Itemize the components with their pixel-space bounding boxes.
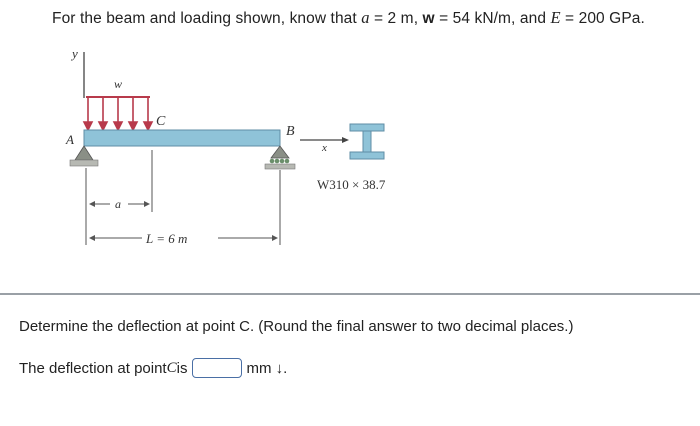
answer-point-label: C xyxy=(166,359,177,376)
x-axis-label: x xyxy=(321,142,327,154)
answer-line: The deflection at point C is mm ↓. xyxy=(19,358,287,378)
point-a-label: A xyxy=(65,132,74,147)
problem-panel: For the beam and loading shown, know tha… xyxy=(52,8,645,246)
roller-support-b xyxy=(264,145,296,170)
beam xyxy=(83,129,281,147)
dimension-a-label: a xyxy=(115,197,121,211)
dimension-l xyxy=(90,170,281,245)
point-c-label: C xyxy=(156,114,166,129)
question-text: Determine the deflection at point C. (Ro… xyxy=(19,318,574,335)
problem-statement: For the beam and loading shown, know tha… xyxy=(52,8,645,27)
load-w-label: w xyxy=(114,77,122,91)
section-designation-label: W310 × 38.7 xyxy=(317,177,386,192)
dimension-l-label: L = 6 m xyxy=(145,231,187,246)
distributed-load xyxy=(82,96,154,132)
point-b-label: B xyxy=(286,124,295,139)
pin-support-a xyxy=(69,145,99,167)
beam-figure: y w C A B xyxy=(65,46,386,246)
section-divider xyxy=(0,293,700,295)
answer-prefix: The deflection at point xyxy=(19,359,167,377)
deflection-answer-input[interactable] xyxy=(192,358,243,378)
answer-is-label: is xyxy=(176,359,188,377)
wide-flange-section xyxy=(349,123,385,160)
y-axis-label: y xyxy=(70,46,78,61)
dimension-a xyxy=(85,150,153,245)
answer-unit-label: mm ↓. xyxy=(246,359,288,377)
